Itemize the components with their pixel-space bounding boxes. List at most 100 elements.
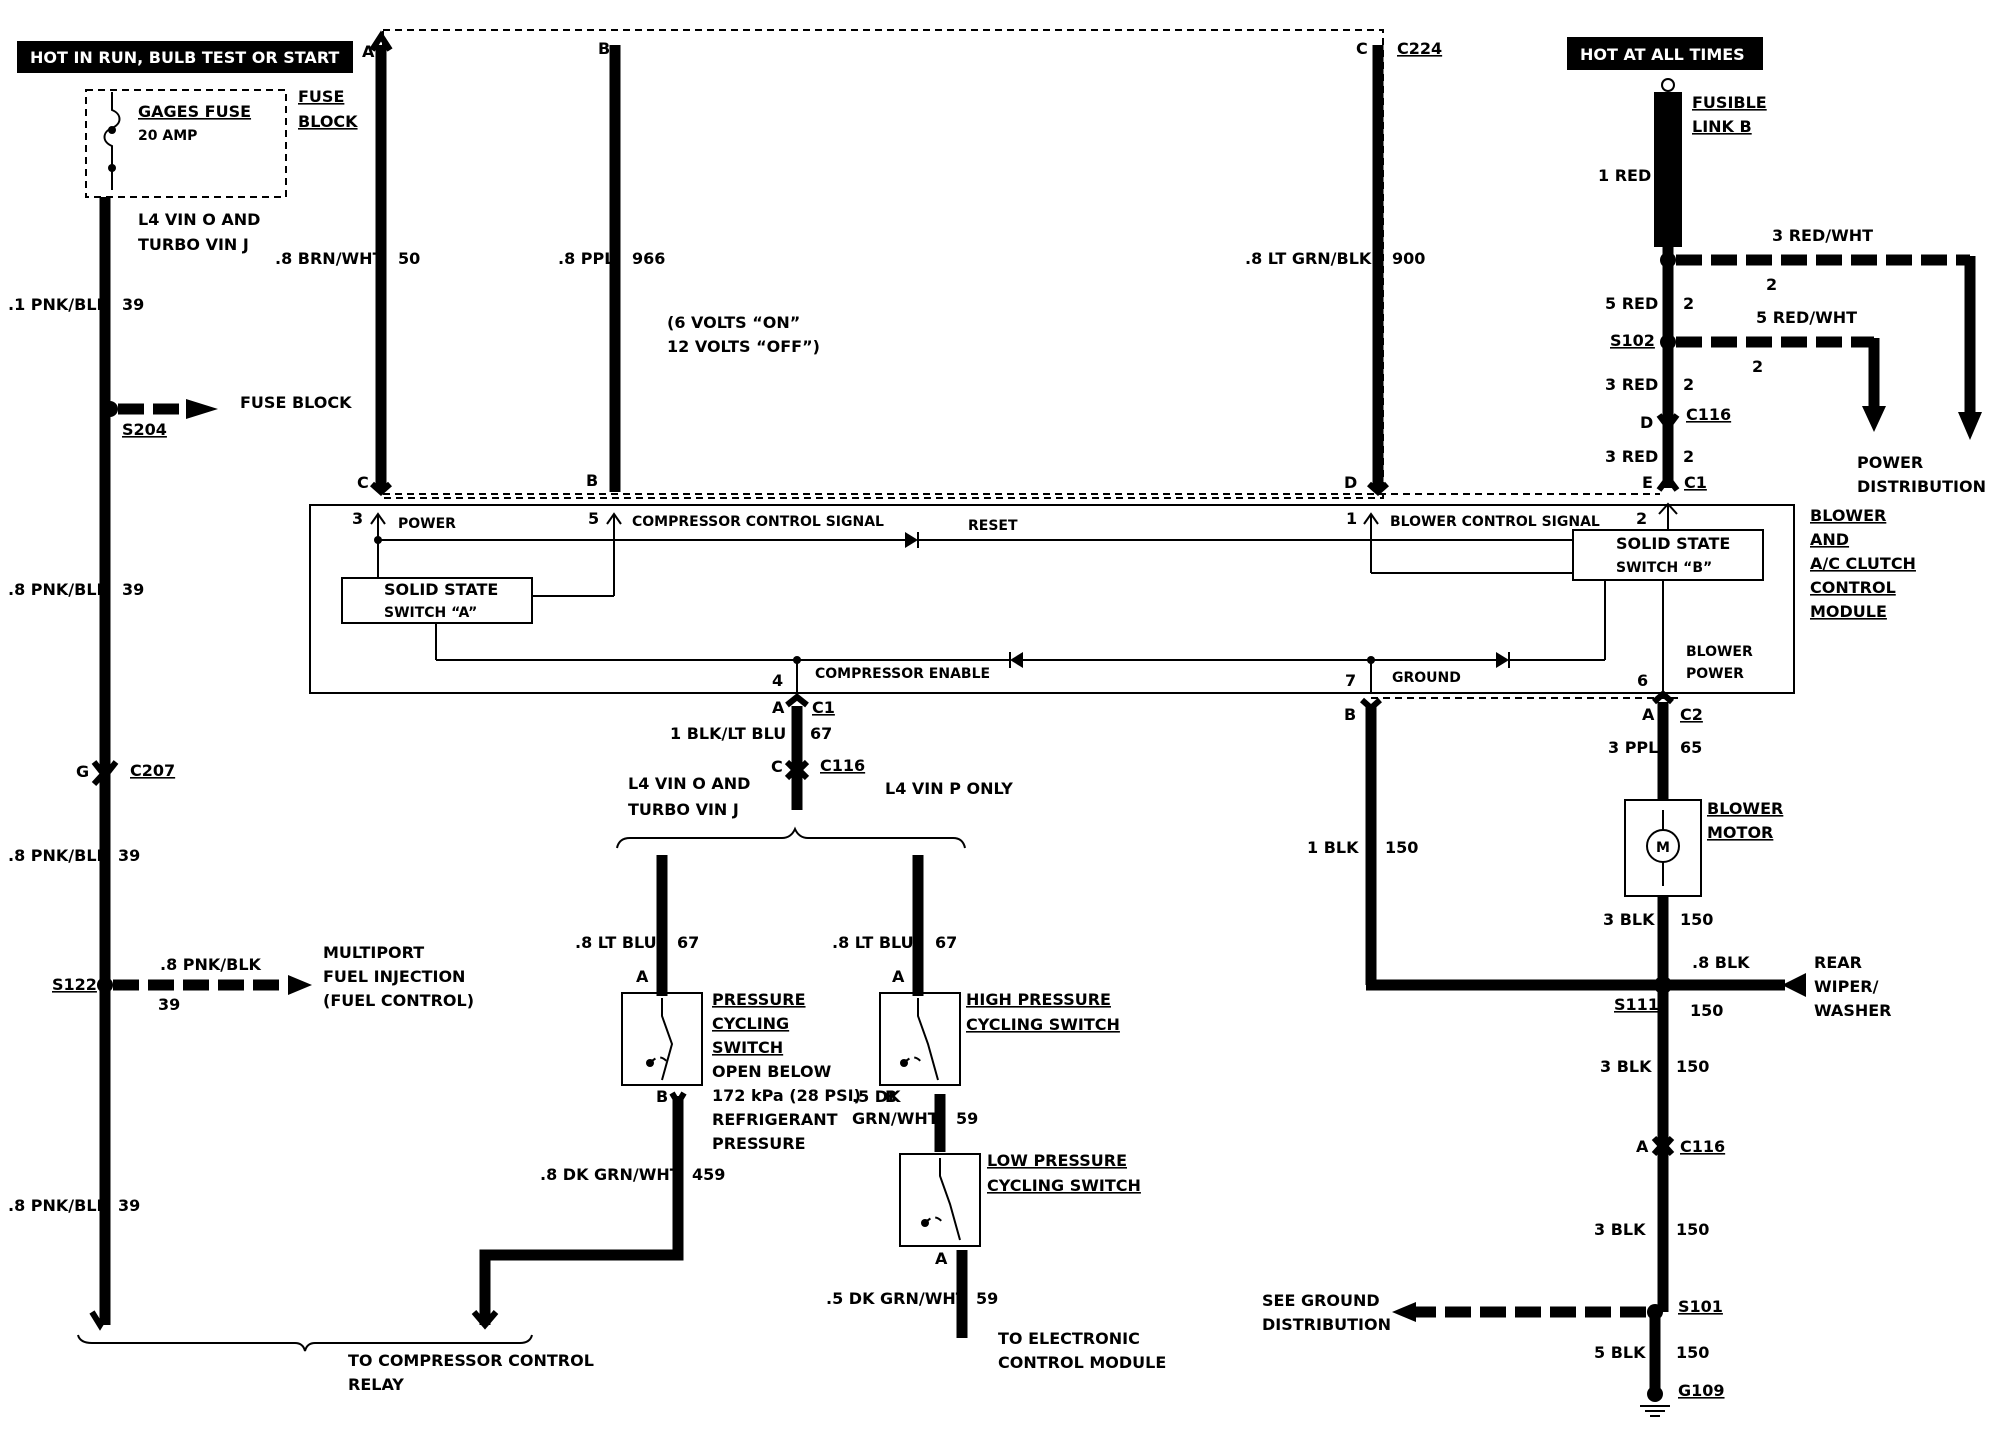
wire-label-blk8: .8 BLK xyxy=(1692,953,1750,972)
wire-label-blk1: 1 BLK xyxy=(1307,838,1359,857)
circuit-39-c: 39 xyxy=(118,846,140,865)
circuit-459: 459 xyxy=(692,1165,725,1184)
fuse-rating: 20 AMP xyxy=(138,128,197,144)
pin-b-hp: B xyxy=(885,1087,897,1106)
pcs-arc xyxy=(649,1056,669,1064)
fuse-element xyxy=(103,92,121,190)
dest-mpfi-3: (FUEL CONTROL) xyxy=(323,991,474,1010)
wire-label-blkltblu: 1 BLK/LT BLU xyxy=(670,724,786,743)
ssa-2: SWITCH “A” xyxy=(384,605,477,621)
module-compressor-signal: COMPRESSOR CONTROL SIGNAL xyxy=(632,514,884,530)
wire-label-red5: 5 RED xyxy=(1605,294,1658,313)
fuse-block-label-2: BLOCK xyxy=(298,112,358,131)
motor-symbol-text: M xyxy=(1656,840,1670,856)
circuit-59-a: 59 xyxy=(956,1109,978,1128)
pin-b-c2: B xyxy=(1344,705,1356,724)
hp-name-2: CYCLING SWITCH xyxy=(966,1015,1120,1034)
wire-label-redwht3: 3 RED/WHT xyxy=(1772,226,1873,245)
module-reset: RESET xyxy=(968,518,1018,534)
circuit-2-b: 2 xyxy=(1683,294,1694,313)
wire-label-pnk8-d: .8 PNK/BLK xyxy=(8,1196,110,1215)
wire-label-blk5: 5 BLK xyxy=(1594,1343,1646,1362)
motor-name-2: MOTOR xyxy=(1707,823,1773,842)
dest-power-2: DISTRIBUTION xyxy=(1857,477,1986,496)
ssa-1: SOLID STATE xyxy=(384,580,498,599)
wire-label-blk3-b: 3 BLK xyxy=(1600,1057,1652,1076)
pin-2: 2 xyxy=(1636,509,1647,528)
enable-diode xyxy=(1010,652,1023,668)
connector-c1-top: C1 xyxy=(1684,473,1707,492)
pcs-note-2: 172 kPa (28 PSI) xyxy=(712,1086,861,1105)
arrow-mpfi xyxy=(288,975,312,995)
fuse-terminal xyxy=(108,126,116,134)
motor-name-1: BLOWER xyxy=(1707,799,1783,818)
dest-ground-2: DISTRIBUTION xyxy=(1262,1315,1391,1334)
dest-mpfi-2: FUEL INJECTION xyxy=(323,967,465,986)
pin-d-c116: D xyxy=(1640,413,1653,432)
lp-name-1: LOW PRESSURE xyxy=(987,1151,1127,1170)
fusible-link-1: FUSIBLE xyxy=(1692,93,1767,112)
pcs-note-4: PRESSURE xyxy=(712,1134,806,1153)
wire-label-blk3-c: 3 BLK xyxy=(1594,1220,1646,1239)
arrow-power-dist-right xyxy=(1958,412,1982,440)
module-bp-1: BLOWER xyxy=(1686,644,1753,660)
wire-label-ppl8: .8 PPL xyxy=(558,249,614,268)
wire-end-arrow-left xyxy=(89,1310,111,1331)
wire-dk-grn-wht-459 xyxy=(479,1096,684,1325)
wire-label-pnk1: .1 PNK/BLK xyxy=(8,295,110,314)
volts-1: (6 VOLTS “ON” xyxy=(667,313,800,332)
circuit-50: 50 xyxy=(398,249,420,268)
connector-c2: C2 xyxy=(1680,705,1703,724)
fusible-link-2: LINK B xyxy=(1692,117,1752,136)
wire-label-blk3-a: 3 BLK xyxy=(1603,910,1655,929)
lp-name-2: CYCLING SWITCH xyxy=(987,1176,1141,1195)
wire-label-ltgrn: .8 LT GRN/BLK xyxy=(1245,249,1372,268)
pin-3: 3 xyxy=(352,509,363,528)
dest-power-1: POWER xyxy=(1857,453,1923,472)
bracket-variants xyxy=(616,826,966,849)
fuse-block-label-1: FUSE xyxy=(298,87,344,106)
circuit-150-e: 150 xyxy=(1676,1220,1709,1239)
circuit-67-b: 67 xyxy=(677,933,699,952)
lp-arc xyxy=(924,1216,944,1224)
pin-g: G xyxy=(76,762,89,781)
dest-relay-2: RELAY xyxy=(348,1375,404,1394)
circuit-2-d: 2 xyxy=(1683,375,1694,394)
ground-g109: G109 xyxy=(1678,1381,1725,1400)
module-ground: GROUND xyxy=(1392,670,1461,686)
circuit-150-c: 150 xyxy=(1690,1001,1723,1020)
module-title-5: MODULE xyxy=(1810,602,1887,621)
pcs-note-3: REFRIGERANT xyxy=(712,1110,838,1129)
connector-c207: C207 xyxy=(130,761,175,780)
wire-label-dk5b: GRN/WHT xyxy=(852,1109,939,1128)
dest-wiper-3: WASHER xyxy=(1814,1001,1891,1020)
fusible-link-b xyxy=(1654,92,1682,247)
circuit-67-a: 67 xyxy=(810,724,832,743)
connector-c116-lower: C116 xyxy=(1680,1137,1725,1156)
pin-arrow-e xyxy=(1656,473,1680,492)
connector-c116-top: C116 xyxy=(1686,405,1731,424)
dest-relay-1: TO COMPRESSOR CONTROL xyxy=(348,1351,594,1370)
module-bp-2: POWER xyxy=(1686,666,1744,682)
dest-ground-1: SEE GROUND xyxy=(1262,1291,1380,1310)
connector-c1: C1 xyxy=(812,698,835,717)
pin-1: 1 xyxy=(1346,509,1357,528)
fuse-variant-2: TURBO VIN J xyxy=(138,235,249,254)
wire-label-ltblu-a: .8 LT BLU xyxy=(575,933,657,952)
wire-label-pnk8-b: .8 PNK/BLK xyxy=(8,846,110,865)
wire-label-dk5a: .5 DK xyxy=(852,1087,901,1106)
circuit-150-f: 150 xyxy=(1676,1343,1709,1362)
c2-pin-b-arrow xyxy=(1360,697,1382,713)
dest-mpfi-1: MULTIPORT xyxy=(323,943,424,962)
module-power: POWER xyxy=(398,516,456,532)
module-title-3: A/C CLUTCH xyxy=(1810,554,1916,573)
circuit-150-b: 150 xyxy=(1680,910,1713,929)
c2-pin-a-arrow xyxy=(1652,689,1674,705)
dest-fuse-block: FUSE BLOCK xyxy=(240,393,352,412)
hp-contact xyxy=(917,998,939,1081)
c1-pin-a-arrow xyxy=(785,693,809,708)
ssb-2: SWITCH “B” xyxy=(1616,560,1712,576)
wire-label-dkgrn8: .8 DK GRN/WHT xyxy=(540,1165,681,1184)
lp-contact xyxy=(939,1158,961,1241)
